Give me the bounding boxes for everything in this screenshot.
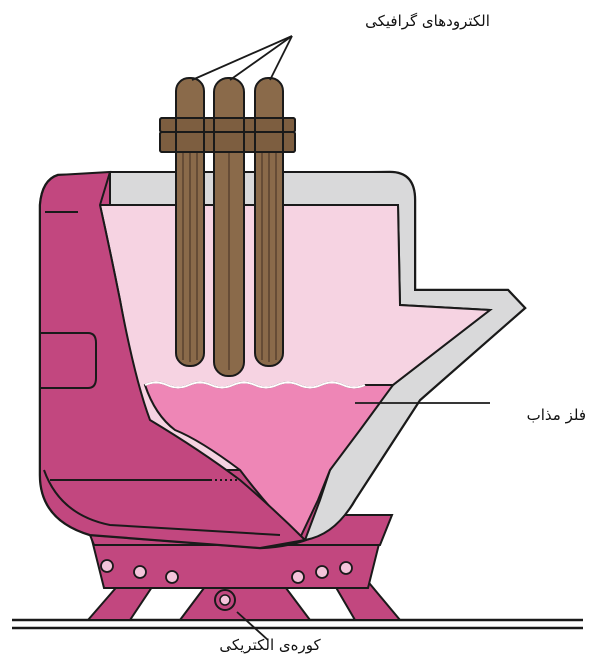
label-graphite-electrodes: الکترودهای گرافیکی (340, 12, 515, 30)
bolt-hole (316, 566, 328, 578)
bolt-hole (101, 560, 113, 572)
leader-electrode-left (192, 36, 292, 80)
pivot-bearing (215, 590, 235, 610)
leader-electrode-right (270, 36, 292, 80)
ground-rails (12, 620, 583, 628)
label-molten-metal: فلز مذاب (498, 406, 586, 424)
bolt-hole (166, 571, 178, 583)
label-electric-furnace: کوره‌ی الکتریکی (185, 636, 355, 654)
bolt-hole (340, 562, 352, 574)
bolt-hole (292, 571, 304, 583)
bolt-hole (134, 566, 146, 578)
electrode-clamp-front (160, 118, 295, 152)
leader-electrode-center (230, 36, 292, 80)
